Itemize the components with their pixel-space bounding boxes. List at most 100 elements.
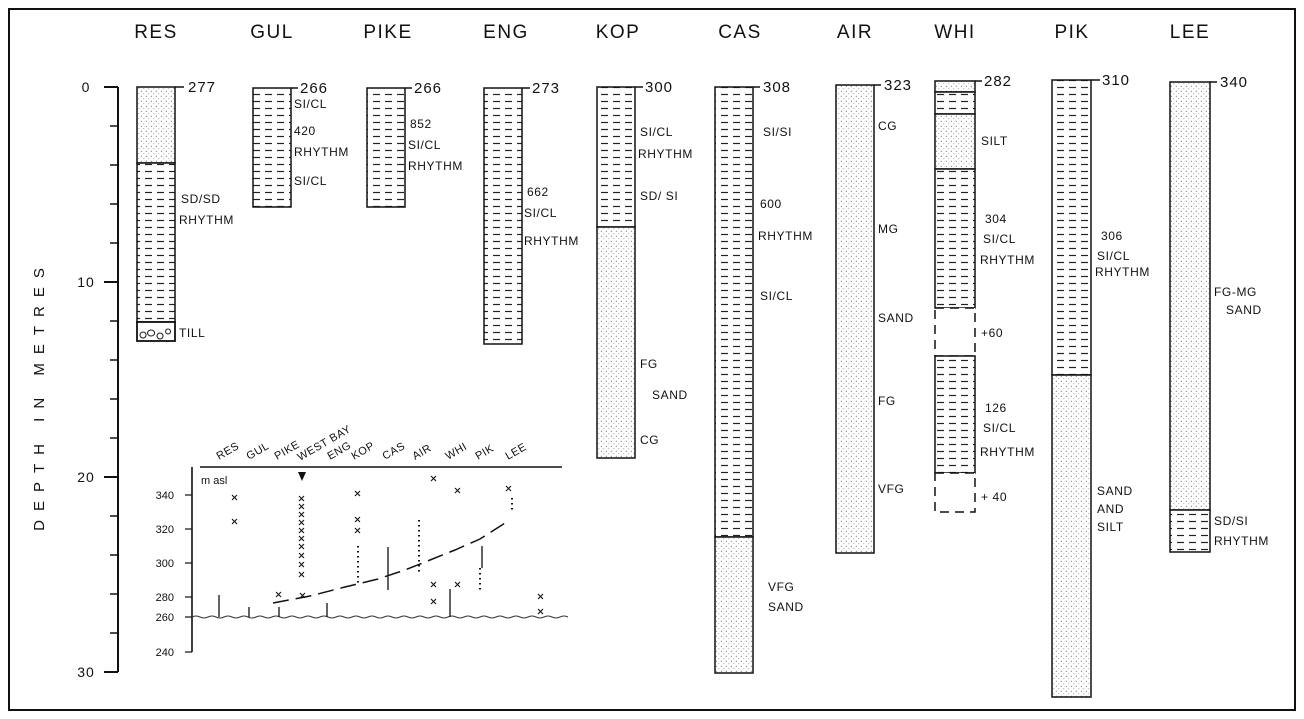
column-whi <box>934 80 976 513</box>
label-pik-2: SI/CL <box>1097 249 1130 263</box>
label-whi-8: RHYTHM <box>980 445 1035 459</box>
elev-whi: 282 <box>984 73 1012 90</box>
label-cas-3: RHYTHM <box>758 229 813 243</box>
label-kop-3: SD/ SI <box>640 189 678 203</box>
label-gul-3: RHYTHM <box>294 145 349 159</box>
inset-site-pik: PIK <box>474 443 497 463</box>
label-kop-2: RHYTHM <box>638 147 693 161</box>
label-gul-2: 420 <box>294 124 316 138</box>
inset-site-gul: GUL <box>245 440 272 462</box>
label-whi-6: 126 <box>985 401 1007 415</box>
label-kop-1: SI/CL <box>640 125 673 139</box>
column-eng <box>483 87 523 345</box>
label-air-2: MG <box>878 222 899 236</box>
inset-plot <box>185 466 569 653</box>
column-kop <box>596 86 636 459</box>
label-res-1: SD/SD <box>181 192 221 206</box>
label-gul-4: SI/CL <box>294 174 327 188</box>
label-lee-1: FG-MG <box>1214 285 1257 299</box>
column-header-air: AIR <box>837 22 873 43</box>
label-pik-1: 306 <box>1101 229 1123 243</box>
label-res-3: TILL <box>179 326 205 340</box>
label-air-4: FG <box>878 394 896 408</box>
label-whi-2: 304 <box>985 212 1007 226</box>
label-pik-3: RHYTHM <box>1095 265 1150 279</box>
label-lee-3: SD/SI <box>1214 514 1248 528</box>
column-lee <box>1169 81 1211 553</box>
label-air-3: SAND <box>878 311 914 325</box>
label-air-1: CG <box>878 119 897 133</box>
column-header-whi: WHI <box>934 22 975 43</box>
inset-site-lee: LEE <box>504 441 529 463</box>
column-pik <box>1051 79 1092 698</box>
label-pik-4: SAND <box>1097 484 1133 498</box>
elev-kop: 300 <box>645 79 673 96</box>
label-whi-7: SI/CL <box>983 421 1016 435</box>
elev-pik: 310 <box>1102 72 1130 89</box>
inset-unit: m asl <box>201 475 227 487</box>
column-header-pike: PIKE <box>363 22 412 43</box>
figure-frame <box>8 8 1296 711</box>
label-cas-1: SI/SI <box>763 125 792 139</box>
label-cas-5: VFG <box>768 580 794 594</box>
label-gul-1: SI/CL <box>294 97 327 111</box>
axis-tick-10: 10 <box>77 274 95 290</box>
inset-ytick-260: 260 <box>156 612 174 624</box>
elev-air: 323 <box>884 77 912 94</box>
label-whi-3: SI/CL <box>983 232 1016 246</box>
elev-eng: 273 <box>532 80 560 97</box>
column-header-eng: ENG <box>483 22 529 43</box>
inset-ytick-320: 320 <box>156 524 174 536</box>
inset-site-cas: CAS <box>381 440 408 462</box>
inset-ytick-240: 240 <box>156 647 174 659</box>
column-gul <box>252 87 292 208</box>
column-res <box>136 86 176 342</box>
inset-ytick-300: 300 <box>156 558 174 570</box>
inset-site-whi: WHI <box>444 441 470 463</box>
inset-site-kop: KOP <box>350 440 377 463</box>
label-whi-1: SILT <box>981 134 1008 148</box>
elev-pike: 266 <box>414 80 442 97</box>
elev-cas: 308 <box>763 79 791 96</box>
inset-site-res: RES <box>215 440 242 462</box>
inset-site-air: AIR <box>411 442 434 462</box>
label-eng-2: SI/CL <box>524 206 557 220</box>
label-cas-6: SAND <box>768 600 804 614</box>
label-cas-2: 600 <box>760 197 782 211</box>
axis-title: DEPTH IN METRES <box>31 259 48 531</box>
label-kop-5: SAND <box>652 388 688 402</box>
inset-site-pike: PIKE <box>273 439 302 463</box>
column-header-kop: KOP <box>596 22 641 43</box>
label-res-2: RHYTHM <box>179 213 234 227</box>
label-pik-6: SILT <box>1097 520 1124 534</box>
elev-lee: 340 <box>1220 74 1248 91</box>
depth-axis <box>104 86 119 673</box>
label-pike-3: RHYTHM <box>408 159 463 173</box>
label-lee-2: SAND <box>1226 303 1262 317</box>
inset-ytick-340: 340 <box>156 490 174 502</box>
label-pik-5: AND <box>1097 502 1124 516</box>
column-header-lee: LEE <box>1170 22 1210 43</box>
column-cas <box>714 86 754 674</box>
axis-tick-30: 30 <box>77 664 95 680</box>
label-air-5: VFG <box>878 482 904 496</box>
elev-res: 277 <box>188 79 216 96</box>
column-pike <box>366 87 406 208</box>
label-eng-3: RHYTHM <box>524 234 579 248</box>
label-pike-2: SI/CL <box>408 138 441 152</box>
label-whi-5: +60 <box>981 326 1003 340</box>
column-header-cas: CAS <box>718 22 762 43</box>
column-header-res: RES <box>134 22 178 43</box>
label-kop-4: FG <box>640 357 658 371</box>
axis-tick-0: 0 <box>82 79 91 95</box>
column-header-pik: PIK <box>1054 22 1089 43</box>
inset-ytick-280: 280 <box>156 592 174 604</box>
elev-gul: 266 <box>300 80 328 97</box>
label-whi-4: RHYTHM <box>980 253 1035 267</box>
column-header-gul: GUL <box>250 22 294 43</box>
axis-tick-20: 20 <box>77 469 95 485</box>
label-pike-1: 852 <box>410 117 432 131</box>
label-lee-4: RHYTHM <box>1214 534 1269 548</box>
label-eng-1: 662 <box>527 185 549 199</box>
